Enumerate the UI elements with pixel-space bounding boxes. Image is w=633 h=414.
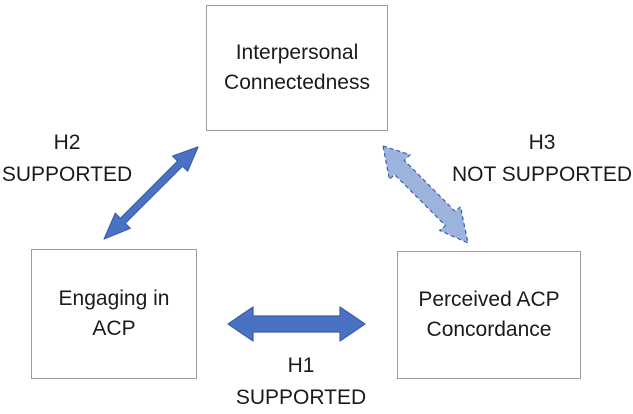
node-engaging-in-acp: Engaging in ACP <box>31 249 197 379</box>
hypothesis-status: SUPPORTED <box>235 386 367 409</box>
node-perceived-acp-concordance: Perceived ACP Concordance <box>397 251 581 379</box>
hypothesis-status: NOT SUPPORTED <box>452 163 633 186</box>
edge-label-h3: H3 NOT SUPPORTED <box>452 127 632 191</box>
node-label-line1: Engaging in <box>58 287 170 310</box>
node-label-line1: Perceived ACP <box>418 288 560 311</box>
node-label-line2: Connectedness <box>224 71 370 94</box>
h1-double-arrow <box>227 306 366 342</box>
hypothesis-id: H1 <box>287 354 315 377</box>
h3-double-arrow <box>382 145 469 244</box>
hypothesis-status: SUPPORTED <box>1 163 133 186</box>
node-label-line1: Interpersonal <box>235 41 359 64</box>
node-label-line2: Concordance <box>426 318 552 341</box>
edge-label-h2: H2 SUPPORTED <box>0 127 134 191</box>
edge-label-h1: H1 SUPPORTED <box>226 350 376 414</box>
hypothesis-id: H3 <box>528 131 556 154</box>
hypothesis-id: H2 <box>53 131 81 154</box>
node-label-line2: ACP <box>92 317 136 340</box>
node-interpersonal-connectedness: Interpersonal Connectedness <box>206 5 388 131</box>
h2-double-arrow <box>103 146 199 240</box>
